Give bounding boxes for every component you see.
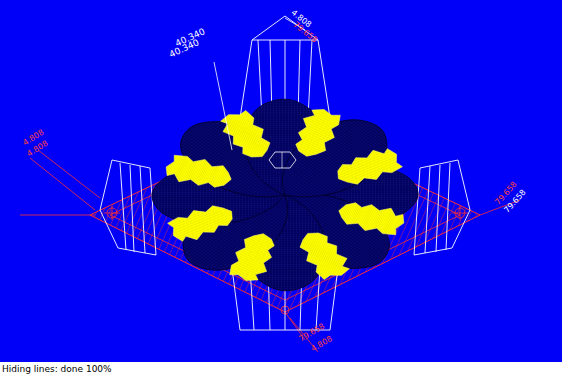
dimension-label: 40.340 bbox=[168, 38, 200, 59]
status-text: Hiding lines: done 100% bbox=[2, 365, 112, 374]
dimension-label: 4.808 bbox=[310, 335, 334, 353]
